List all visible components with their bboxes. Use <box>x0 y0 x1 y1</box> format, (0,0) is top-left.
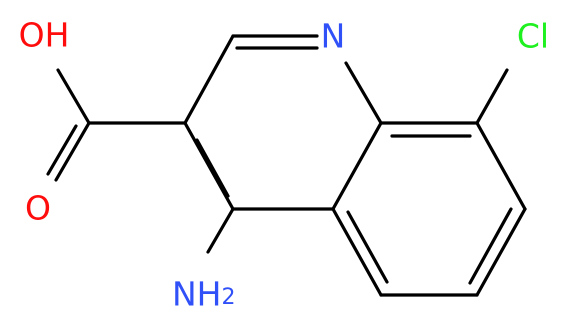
amino-label-main: NH <box>172 275 222 314</box>
bond-c8-cl <box>475 68 509 125</box>
bond-lines <box>46 34 527 297</box>
hydroxyl-label: OH <box>19 16 70 55</box>
bond-c8-c7 <box>475 121 527 211</box>
bond-c7-c6-inner <box>468 207 513 285</box>
ring-nitrogen-label: N <box>321 17 346 56</box>
bond-c-o-double-outer <box>54 121 91 182</box>
atom-labels: OH O N Cl NH2 <box>19 16 550 314</box>
bond-c5-c4a-inner <box>346 210 389 284</box>
bond-c4-nh2 <box>206 207 235 254</box>
bond-c8a-c4a <box>331 121 383 211</box>
bond-c-o-double-inner <box>46 124 78 176</box>
bond-c5-c4a-outer <box>331 207 383 297</box>
amino-label-subscript: 2 <box>222 285 236 310</box>
bond-c4-c3-inner <box>195 138 230 198</box>
chlorine-label: Cl <box>517 17 549 56</box>
bond-c3-c2 <box>183 34 235 125</box>
bond-c7-c6-outer <box>475 207 527 297</box>
carbonyl-oxygen-label: O <box>25 189 51 228</box>
amino-label: NH2 <box>172 275 236 314</box>
bond-c-oh <box>56 68 91 125</box>
bond-n1-c8a <box>344 61 383 125</box>
bond-c4-c3-outer <box>183 121 235 211</box>
